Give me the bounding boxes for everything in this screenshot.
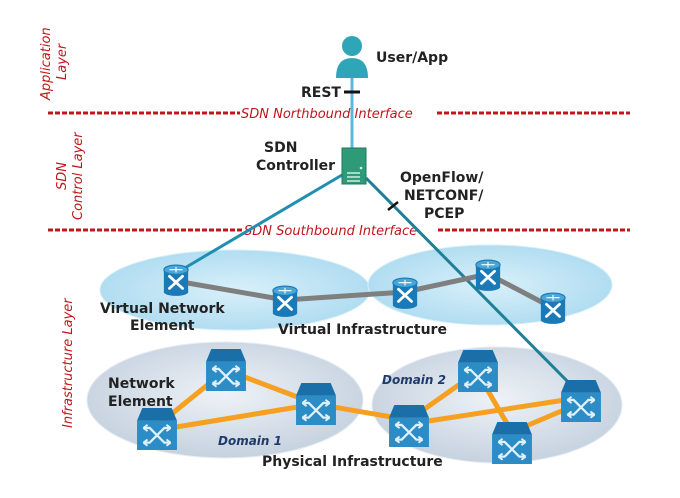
controller-label-line1: SDN — [264, 140, 297, 156]
sdn-controller-icon[interactable] — [341, 147, 367, 185]
virtual-infrastructure-label: Virtual Infrastructure — [278, 322, 447, 338]
svg-text:Control Layer: Control Layer — [71, 131, 86, 220]
virtual-router-icon[interactable] — [474, 259, 502, 291]
svg-text:Layer: Layer — [55, 42, 70, 80]
virtual-router-icon[interactable] — [271, 285, 299, 317]
protocols-label-line3: PCEP — [424, 206, 464, 222]
rest-label: REST — [301, 85, 341, 101]
southbound-marker — [387, 201, 399, 211]
northbound-interface-label: SDN Northbound Interface — [241, 107, 413, 122]
physical-switch-icon[interactable] — [206, 349, 246, 391]
control-layer-label: SDN Control Layer — [55, 131, 86, 220]
physical-switch-icon[interactable] — [389, 405, 429, 447]
infrastructure-layer-label: Infrastructure Layer — [61, 297, 76, 428]
physical-switch-icon[interactable] — [561, 380, 601, 422]
physical-switch-icon[interactable] — [137, 408, 177, 450]
user-app-label: User/App — [376, 50, 448, 66]
physical-switch-icon[interactable] — [492, 422, 532, 464]
application-layer-label: Application Layer — [39, 27, 70, 101]
protocols-label-line1: OpenFlow/ — [400, 170, 484, 186]
physical-infrastructure-label: Physical Infrastructure — [262, 454, 443, 470]
virtual-router-icon[interactable] — [162, 264, 190, 296]
southbound-interface-label: SDN Southbound Interface — [244, 224, 417, 239]
controller-label-line2: Controller — [256, 158, 335, 174]
svg-text:SDN: SDN — [55, 162, 70, 190]
domain-1-label: Domain 1 — [218, 434, 282, 448]
network-element-label-2: Element — [108, 394, 173, 410]
virtual-router-icon[interactable] — [391, 277, 419, 309]
svg-text:Application: Application — [39, 27, 54, 101]
virtual-network-element-label-1: Virtual Network — [100, 301, 225, 317]
network-element-label-1: Network — [108, 376, 175, 392]
physical-switch-icon[interactable] — [296, 383, 336, 425]
virtual-router-icon[interactable] — [539, 292, 567, 324]
controller-left-link — [177, 173, 343, 274]
domain-2-label: Domain 2 — [382, 373, 446, 387]
protocols-label-line2: NETCONF/ — [404, 188, 484, 204]
virtual-network-element-label-2: Element — [130, 318, 195, 334]
physical-switch-icon[interactable] — [458, 350, 498, 392]
controller-right-link — [364, 176, 580, 394]
user-icon[interactable] — [336, 36, 368, 78]
